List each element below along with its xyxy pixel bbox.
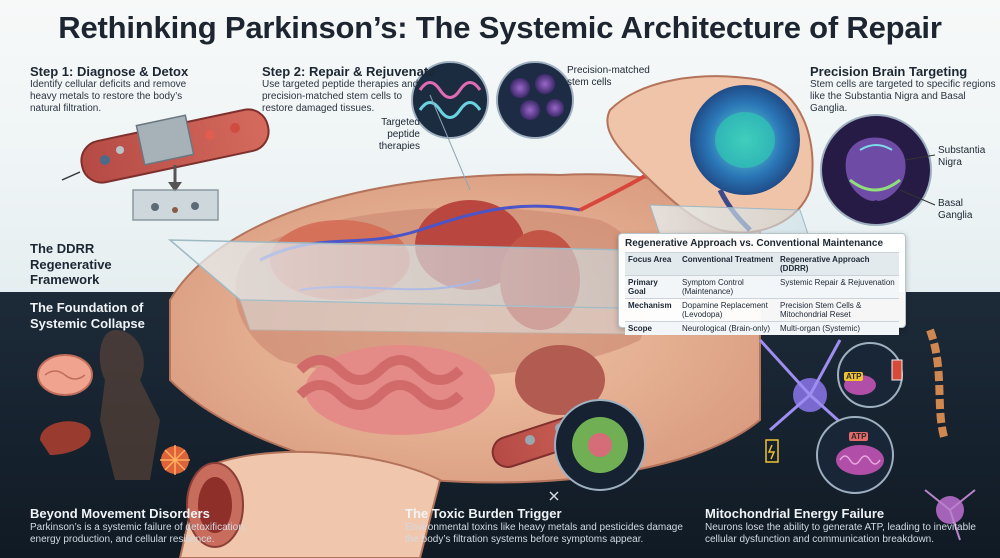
head-illustration bbox=[606, 75, 814, 234]
movement-text: Parkinson’s is a systemic failure of det… bbox=[30, 522, 247, 545]
table-title: Regenerative Approach vs. Conventional M… bbox=[625, 238, 884, 249]
brain-zoom-circle bbox=[820, 114, 936, 226]
table-cell: Symptom Control(Maintenance) bbox=[679, 275, 777, 299]
table-cell: Scope bbox=[625, 321, 679, 335]
table-row: Primary Goal Symptom Control(Maintenance… bbox=[625, 275, 899, 299]
movement-heading: Beyond Movement Disorders bbox=[30, 506, 210, 521]
toxic-heading: The Toxic Burden Trigger bbox=[405, 506, 562, 521]
table-header-row: Focus Area Conventional Treatment Regene… bbox=[625, 252, 899, 276]
toxic-burden-illustration bbox=[491, 399, 646, 501]
table-row: Scope Neurological (Brain-only) Multi-or… bbox=[625, 321, 899, 335]
table-header: Regenerative Approach (DDRR) bbox=[777, 252, 899, 276]
mitochondrial-illustration bbox=[758, 328, 976, 541]
mito-text: Neurons lose the ability to generate ATP… bbox=[705, 522, 976, 545]
systemic-body-illustration bbox=[37, 330, 190, 480]
table-cell: Primary Goal bbox=[625, 275, 679, 299]
table-header: Conventional Treatment bbox=[679, 252, 777, 276]
mito-heading: Mitochondrial Energy Failure bbox=[705, 506, 885, 521]
stem-cell-circle bbox=[496, 61, 574, 139]
table-cell: Mechanism bbox=[625, 298, 679, 322]
comparison-table: Regenerative Approach vs. Conventional M… bbox=[618, 233, 906, 335]
table-header: Focus Area bbox=[625, 252, 679, 276]
table-cell: Multi-organ (Systemic) bbox=[777, 321, 899, 335]
leg-illustration bbox=[178, 450, 442, 558]
brain-heading: Precision Brain Targeting bbox=[810, 64, 968, 79]
step1-heading: Step 1: Diagnose & Detox bbox=[30, 64, 189, 79]
table-cell: Neurological (Brain-only) bbox=[679, 321, 777, 335]
table-cell: Precision Stem Cells &Mitochondrial Rese… bbox=[777, 298, 899, 322]
table-row: Mechanism Dopamine Replacement(Levodopa)… bbox=[625, 298, 899, 322]
peptide-circle bbox=[411, 61, 489, 191]
step2-heading: Step 2: Repair & Rejuvenate bbox=[262, 64, 436, 79]
page-title: Rethinking Parkinson’s: The Systemic Arc… bbox=[58, 10, 942, 45]
atp-label-2: ATP bbox=[849, 432, 869, 441]
toxic-text: Environmental toxins like heavy metals a… bbox=[405, 522, 683, 545]
brain-text: Stem cells are targeted to specific regi… bbox=[810, 79, 996, 114]
table-cell: Dopamine Replacement(Levodopa) bbox=[679, 298, 777, 322]
table: Focus Area Conventional Treatment Regene… bbox=[625, 252, 899, 335]
table-cell: Systemic Repair & Rejuvenation bbox=[777, 275, 899, 299]
detox-vessel-illustration bbox=[61, 108, 270, 221]
atp-label-1: ATP bbox=[844, 372, 864, 381]
